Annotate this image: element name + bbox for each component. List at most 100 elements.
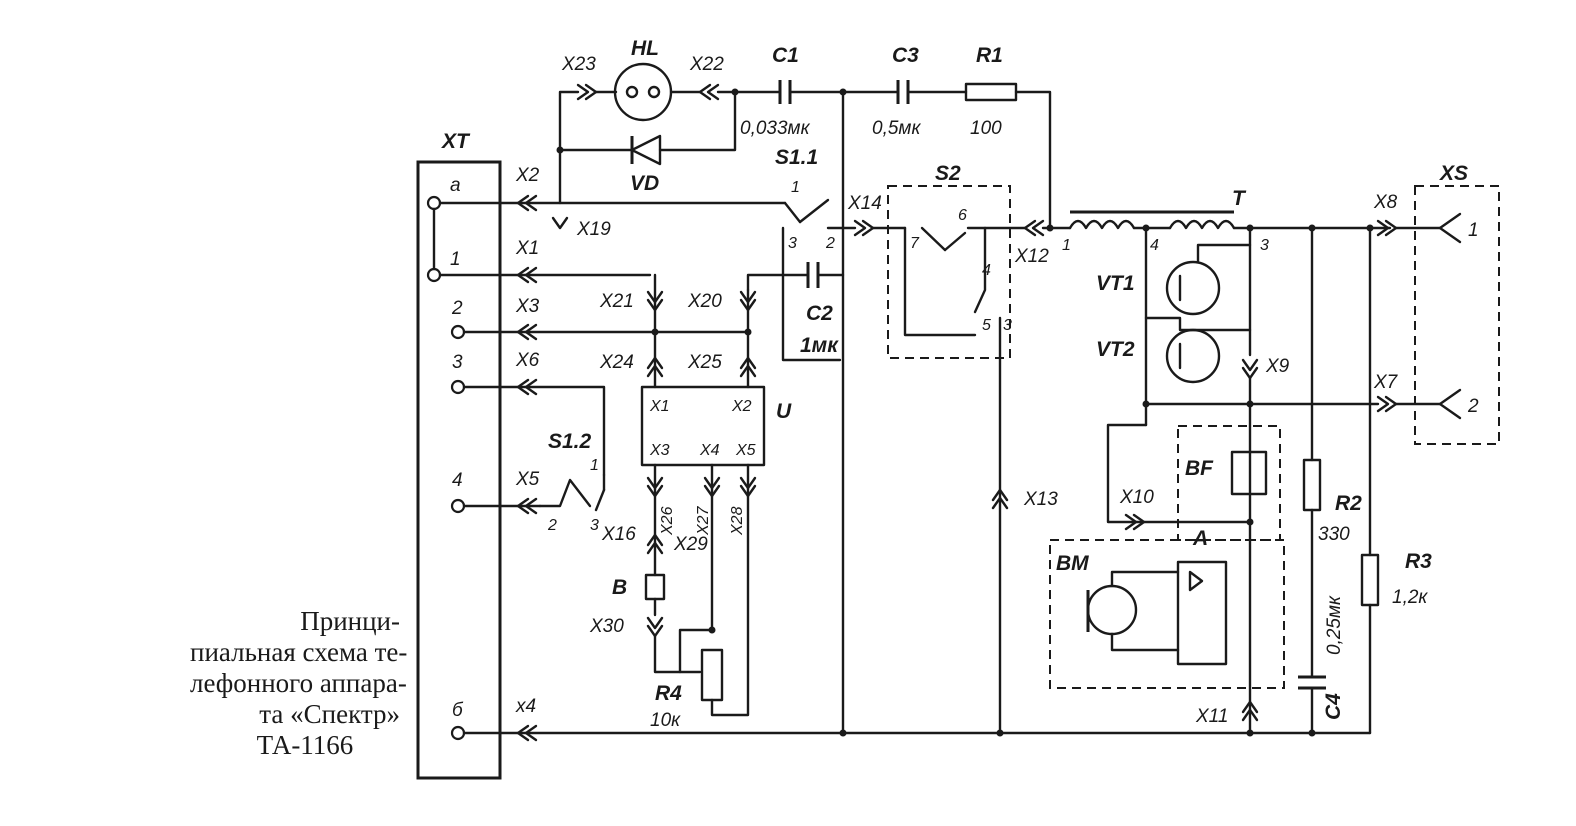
x5-label: X5 (515, 469, 540, 490)
r4-label: R4 (655, 682, 682, 705)
t-pin-4: 4 (1150, 237, 1159, 254)
caption-line-2: пиальная схема те- (190, 637, 408, 667)
r2-label: R2 (1335, 492, 1362, 515)
c2-label: C2 (806, 302, 833, 325)
c2-value: 1мк (800, 334, 839, 357)
c3-label: C3 (892, 44, 919, 67)
x11-label: X11 (1195, 706, 1228, 727)
s2-pin-4: 4 (982, 262, 991, 279)
potentiometer-r4 (700, 648, 724, 702)
x23-label: X23 (561, 54, 596, 75)
xt-label: XT (441, 130, 471, 153)
resistor-r1 (964, 82, 1018, 102)
xt-pin-b: б (452, 700, 464, 721)
earpiece-bf (1230, 450, 1268, 496)
xt-terminal-2 (450, 324, 466, 340)
output-passives: R2 330 C4 0,25мк R3 1,2к (996, 226, 1432, 737)
x30-label: X30 (589, 616, 624, 637)
xt-terminal-1 (426, 267, 442, 283)
hl-label: HL (631, 37, 659, 60)
resistor-r3 (1360, 553, 1380, 607)
caption-line-5: ТА-1166 (256, 730, 354, 760)
r4-value: 10к (650, 710, 681, 731)
r2-value: 330 (1318, 524, 1350, 545)
s2-pin-7: 7 (910, 235, 920, 252)
u-pin-x5: X5 (735, 442, 756, 459)
transistors-vt1-vt2: VT1 VT2 X9 (1096, 226, 1290, 735)
x13-label: X13 (1023, 489, 1058, 510)
x10-label: X10 (1119, 487, 1154, 508)
vd-label: VD (630, 172, 659, 195)
x2-label: X2 (515, 165, 540, 186)
s11-pin-3: 3 (788, 235, 797, 252)
x9-label: X9 (1265, 356, 1290, 377)
u-pin-x3: X3 (649, 442, 670, 459)
r1-label: R1 (976, 44, 1003, 67)
switch-s1-1: S1.1 1 3 2 X14 (775, 146, 907, 362)
vt1-label: VT1 (1096, 272, 1135, 295)
diode-vd (630, 134, 662, 166)
c4-label: C4 (1322, 693, 1345, 720)
c4-value: 0,25мк (1324, 595, 1345, 655)
s12-pin-2: 2 (547, 517, 557, 534)
u-label: U (776, 400, 792, 423)
r3-label: R3 (1405, 550, 1432, 573)
xs-label: XS (1439, 162, 1468, 185)
c1-label: C1 (772, 44, 799, 67)
x1-label: X1 (515, 238, 539, 259)
x28-label: X28 (729, 506, 746, 536)
xs-pin-2: 2 (1467, 396, 1479, 417)
main-rail: C2 1мк (746, 88, 847, 737)
x29-label: X29 (673, 534, 708, 555)
x19-label: X19 (576, 219, 611, 240)
amplifier-a (1176, 560, 1228, 666)
xt-terminal-4 (450, 498, 466, 514)
xs-pin-1: 1 (1468, 220, 1479, 241)
u-pin-x2: X2 (731, 398, 752, 415)
dialer-module-u (640, 385, 766, 467)
s2-pin-3: 3 (1003, 317, 1012, 334)
s12-label: S1.2 (548, 430, 592, 453)
u-block: U X1 X2 X3 X4 X5 X21 X20 X24 X25 X26 X27… (589, 273, 792, 731)
s12-pin-1: 1 (590, 457, 599, 474)
xt-pin-4: 4 (452, 470, 463, 491)
u-pin-x1: X1 (649, 398, 670, 415)
s2-pin-5: 5 (982, 317, 991, 334)
r3-value: 1,2к (1392, 587, 1428, 608)
xt-terminal-a (426, 195, 442, 211)
bm-label: BM (1056, 552, 1089, 575)
x6-label: X6 (515, 350, 540, 371)
x12-label: X12 (1014, 246, 1049, 267)
t-pin-1: 1 (1062, 237, 1071, 254)
c3-value: 0,5мк (872, 118, 921, 139)
x24-label: X24 (599, 352, 634, 373)
vt2-label: VT2 (1096, 338, 1135, 361)
indicator-branch: X23 HL X22 C1 0,033мк VD X19 (551, 37, 900, 240)
neon-lamp-hl (613, 62, 673, 122)
switch-s2-block: S2 7 6 4 5 3 X12 X13 (887, 162, 1072, 735)
handset-block: BF BM A X10 X11 (1049, 423, 1285, 727)
bf-label: BF (1185, 457, 1214, 480)
caption-line-3: лефонного аппара- (190, 668, 407, 698)
microphone-bm (1086, 584, 1138, 636)
x25-label: X25 (687, 352, 722, 373)
s11-label: S1.1 (775, 146, 818, 169)
a-label: A (1192, 527, 1208, 550)
transistor-vt1 (1165, 260, 1221, 316)
c3-r1-branch: C3 0,5мк R1 100 (872, 44, 1052, 230)
xt-pin-a: а (450, 175, 461, 196)
x7-label: X7 (1373, 372, 1399, 393)
s12-pin-3: 3 (590, 517, 599, 534)
x26-label: X26 (659, 506, 676, 536)
r1-value: 100 (970, 118, 1002, 139)
x21-label: X21 (599, 291, 634, 312)
s2-pin-6: 6 (958, 207, 967, 224)
diagram-caption: Принци- пиальная схема те- лефонного апп… (190, 606, 408, 761)
x20-label: X20 (687, 291, 722, 312)
transformer-t: T 1 4 3 (1062, 187, 1392, 254)
t-label: T (1232, 187, 1247, 210)
b-label: B (612, 576, 627, 599)
transistor-vt2 (1165, 328, 1221, 384)
s11-pin-2: 2 (825, 235, 835, 252)
